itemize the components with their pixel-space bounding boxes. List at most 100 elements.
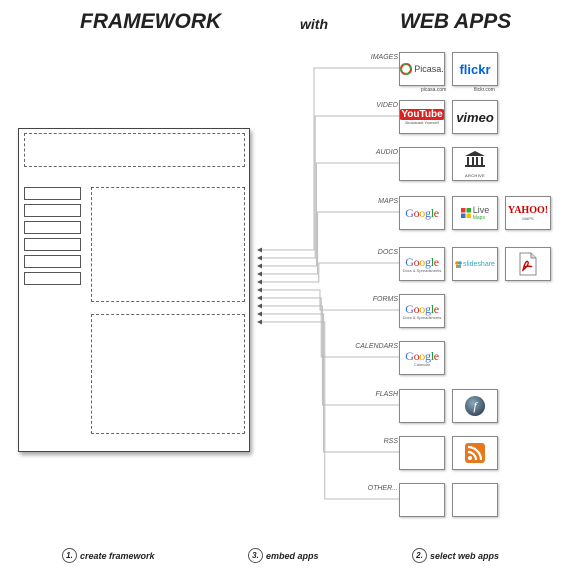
nav-item [24, 221, 81, 234]
arrowhead [257, 271, 262, 277]
connector-line [262, 162, 399, 267]
with-heading: with [300, 16, 328, 32]
nav-item [24, 204, 81, 217]
category-label-other: OTHER... [367, 485, 398, 492]
app-tile-empty[interactable] [399, 147, 445, 181]
content-region-bottom [91, 314, 245, 434]
windows-flag-icon [460, 208, 471, 218]
yahoo-maps-sublabel: MAPS [522, 216, 534, 221]
category-label-maps: MAPS [378, 198, 398, 205]
step-label: select web apps [430, 550, 500, 561]
app-tile-picasa[interactable]: Picasa. [399, 52, 445, 86]
arrowhead [257, 287, 262, 293]
app-tile-flash[interactable]: f [452, 389, 498, 423]
category-label-rss: RSS [383, 438, 398, 445]
connector-line [262, 262, 399, 283]
google-product-label: Docs & Spreadsheets [402, 268, 442, 273]
category-label-forms: FORMS [372, 296, 398, 303]
app-tile-empty[interactable] [452, 483, 498, 517]
archive-logo: ARCHIVE [463, 150, 487, 178]
connector-line [262, 67, 399, 251]
step-embed-apps: 3. embed apps [248, 548, 319, 563]
google-wordmark: Google [405, 205, 439, 220]
arrowhead [257, 319, 262, 325]
category-label-images: IMAGES [370, 54, 398, 61]
connector-line [262, 313, 399, 453]
slideshare-wordmark: slideshare [463, 260, 495, 268]
picasa-logo: Picasa. [400, 63, 444, 75]
nav-item [24, 272, 81, 285]
step-number: 2. [412, 548, 427, 563]
live-wordmark: Live [472, 205, 490, 215]
nav-item [24, 238, 81, 251]
step-number: 1. [62, 548, 77, 563]
connector-line [262, 321, 399, 500]
google-wordmark: Google [405, 302, 439, 316]
app-tile-empty[interactable] [399, 483, 445, 517]
connector-line [262, 211, 399, 275]
google-wordmark: Google [405, 349, 439, 363]
step-number: 3. [248, 548, 263, 563]
app-tile-google[interactable]: Google [399, 196, 445, 230]
content-region-top [91, 187, 245, 302]
flash-logo: f [465, 396, 485, 416]
app-tile-archive[interactable]: ARCHIVE [452, 147, 498, 181]
youtube-tagline: Broadcast Yourself [405, 120, 439, 125]
youtube-wordmark: YouTube [400, 109, 444, 120]
nav-item [24, 187, 81, 200]
category-label-flash: FLASH [375, 391, 398, 398]
connector-line [262, 297, 399, 358]
category-label-video: VIDEO [376, 102, 398, 109]
app-tile-caption: flickr.com [474, 87, 495, 93]
app-tile-slideshare[interactable]: slideshare [452, 247, 498, 281]
app-tile-flickr[interactable]: flickr [452, 52, 498, 86]
app-tile-empty[interactable] [399, 389, 445, 423]
arrowhead [257, 303, 262, 309]
connector-line [262, 115, 399, 259]
framework-heading: FRAMEWORK [80, 10, 222, 33]
rss-icon [465, 443, 485, 463]
archive-building-icon [465, 151, 485, 167]
arrowhead [257, 247, 262, 253]
app-tile-pdf[interactable] [505, 247, 551, 281]
web-apps-heading: WEB APPS [400, 10, 512, 33]
maps-sublabel: Maps [472, 215, 485, 221]
category-label-audio: AUDIO [375, 149, 398, 156]
app-tile-caption: picasa.com [421, 87, 447, 93]
arrowhead [257, 263, 262, 269]
arrowhead [257, 311, 262, 317]
google-wordmark: Google [405, 255, 439, 269]
arrowhead [257, 255, 262, 261]
archive-wordmark: ARCHIVE [465, 173, 485, 178]
framework-page [18, 128, 250, 452]
arrowhead [257, 295, 262, 301]
arrowhead [257, 279, 262, 285]
google-product-label: Calendar [413, 362, 431, 367]
step-label: embed apps [266, 550, 319, 561]
slideshare-icon [455, 260, 462, 268]
header-region [24, 133, 245, 167]
app-tile-vimeo[interactable]: vimeo [452, 100, 498, 134]
pdf-icon [519, 252, 537, 276]
connector-line [262, 289, 399, 311]
app-tile-rss[interactable] [452, 436, 498, 470]
yahoo-maps-logo: YAHOO!MAPS [508, 205, 548, 221]
category-label-docs: DOCS [377, 249, 398, 256]
app-tile-empty[interactable] [399, 436, 445, 470]
picasa-icon [400, 63, 413, 75]
nav-item [24, 255, 81, 268]
step-label: create framework [80, 550, 155, 561]
app-tile-yahoo[interactable]: YAHOO!MAPS [505, 196, 551, 230]
